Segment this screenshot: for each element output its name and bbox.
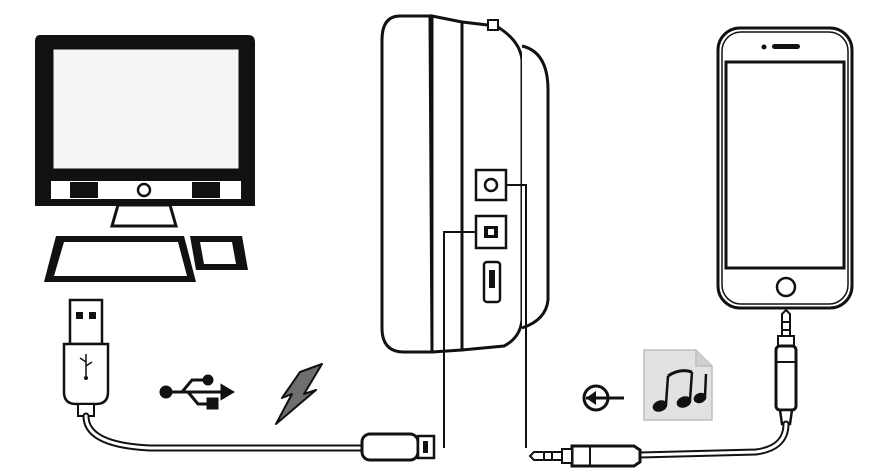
desktop-computer: [35, 35, 255, 282]
smartphone: [716, 26, 854, 310]
usb-cable: [82, 412, 368, 452]
phone-camera-icon: [761, 44, 767, 50]
usb-plug-icon: [62, 298, 110, 417]
monitor-screen: [50, 46, 242, 172]
audio-jack-plug-horizontal: [528, 444, 642, 468]
monitor-logo-icon: [136, 182, 152, 198]
audio-jack-plug-icon: [774, 308, 798, 426]
micro-usb-plug: [360, 432, 436, 462]
audio-input-icon: [582, 384, 624, 412]
usb-symbol-icon: [159, 374, 235, 410]
audio-jack-port: [474, 168, 508, 202]
usb-port-leader-line: [443, 231, 476, 448]
phone-screen: [724, 60, 846, 270]
headphone-earcup: [380, 14, 550, 354]
audio-port-leader-line: [506, 184, 527, 448]
phone-speaker: [772, 44, 800, 49]
music-note-icon: [643, 349, 713, 421]
phone-home-button: [775, 276, 797, 298]
monitor-stand: [110, 203, 178, 228]
earcup-cushion: [380, 14, 434, 354]
charging-bolt-icon: [275, 363, 323, 425]
sd-card-slot: [482, 260, 502, 304]
